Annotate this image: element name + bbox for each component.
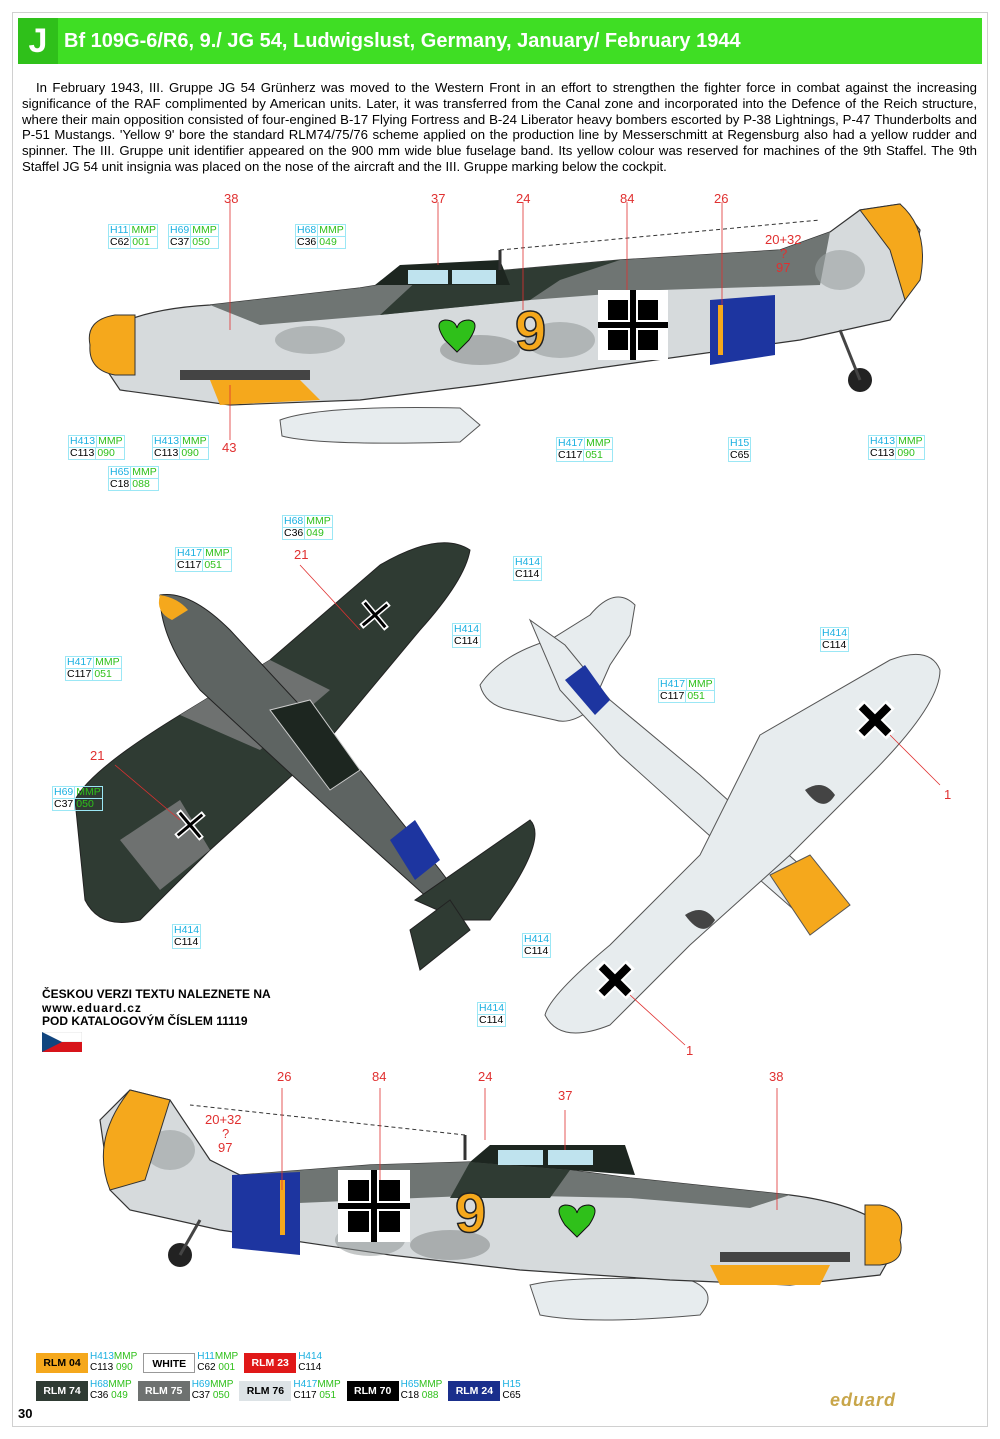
- callout-37-bottom: 37: [558, 1088, 573, 1103]
- profile-title: Bf 109G-6/R6, 9./ JG 54, Ludwigslust, Ge…: [64, 30, 741, 52]
- history-paragraph: In February 1943, III. Gruppe JG 54 Grün…: [22, 80, 977, 174]
- yellow-9-side-bottom: 9: [455, 1181, 486, 1244]
- upper-plan-view: [74, 542, 536, 971]
- callout-38-bottom: 38: [769, 1069, 784, 1084]
- stencil-97-bottom: 97: [218, 1140, 233, 1155]
- callout-26-bottom: 26: [277, 1069, 292, 1084]
- stencil-20-32-bottom: 20+32: [205, 1112, 242, 1127]
- eduard-logo: eduard: [830, 1390, 897, 1410]
- callout-38-top: 38: [224, 191, 239, 206]
- callout-84-top: 84: [620, 191, 635, 206]
- callout-84-bottom: 84: [372, 1069, 387, 1084]
- stencil-q-top: ?: [780, 246, 788, 261]
- left-side-profile: 9: [88, 202, 923, 444]
- page-frame: [12, 12, 988, 1427]
- callout-21-plan-b: 21: [90, 748, 105, 763]
- callout-1-lower-b: 1: [686, 1043, 694, 1058]
- lower-plan-view: [479, 596, 941, 1046]
- profile-header: J Bf 109G-6/R6, 9./ JG 54, Ludwigslust, …: [18, 18, 982, 64]
- page-number: 30: [18, 1406, 33, 1421]
- callout-24-top: 24: [516, 191, 531, 206]
- czech-note-line-3: POD KATALOGOVÝM ČÍSLEM 11119: [42, 1014, 248, 1028]
- yellow-9-side-top: 9: [515, 299, 546, 362]
- stencil-20-32-top: 20+32: [765, 232, 802, 247]
- callout-26-top: 26: [714, 191, 729, 206]
- callout-24-bottom: 24: [478, 1069, 493, 1084]
- czech-version-note: ČESKOU VERZI TEXTU NALEZNETE NA www.edua…: [42, 987, 271, 1029]
- czech-flag-icon: [42, 1032, 82, 1052]
- profile-letter: J: [18, 18, 58, 64]
- callout-43-top: 43: [222, 440, 237, 455]
- callout-21-plan-a: 21: [294, 547, 309, 562]
- stencil-97-top: 97: [776, 260, 791, 275]
- callout-1-lower-a: 1: [944, 787, 952, 802]
- right-side-profile: 9: [99, 1088, 903, 1321]
- stencil-q-bottom: ?: [222, 1126, 230, 1141]
- czech-note-line-1: ČESKOU VERZI TEXTU NALEZNETE NA: [42, 987, 271, 1001]
- callout-37-top: 37: [431, 191, 446, 206]
- czech-note-url[interactable]: www.eduard.cz: [42, 1000, 142, 1015]
